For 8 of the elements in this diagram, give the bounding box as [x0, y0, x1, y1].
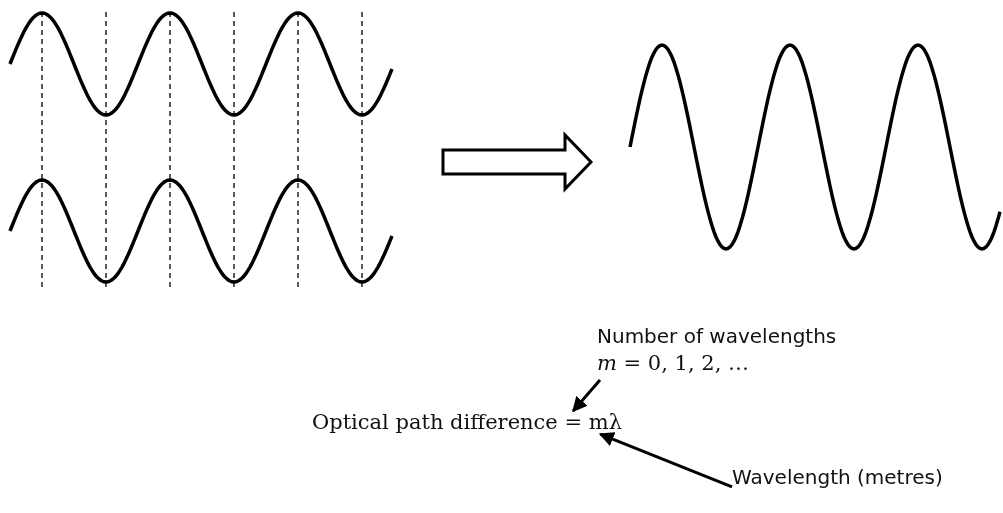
- resultant-wave-drawing: [627, 42, 1003, 254]
- formula-text: Optical path difference = mλ: [312, 411, 622, 435]
- leader-arrow: [571, 379, 602, 413]
- value-range-text: m = 0, 1, 2, …: [597, 352, 749, 376]
- leader-arrow: [598, 432, 733, 489]
- annotation-text: Wavelength (metres): [732, 465, 943, 489]
- annotation-text: Number of wavelengths: [597, 324, 837, 348]
- block-arrow: [441, 131, 594, 193]
